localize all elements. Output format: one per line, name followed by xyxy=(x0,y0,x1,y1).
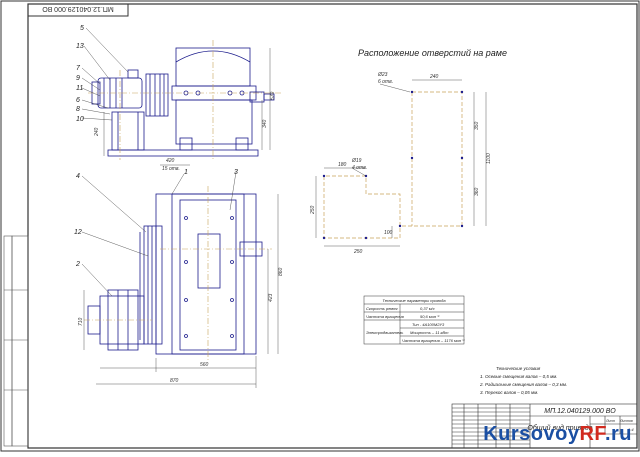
left-margin-strip xyxy=(3,235,29,447)
spec-table xyxy=(363,295,465,345)
callout-5: 5 xyxy=(80,25,84,32)
watermark-tld: .ru xyxy=(604,423,632,445)
hole-note-b-count: 4 отв. xyxy=(352,165,367,171)
holes-dim-350: 350 xyxy=(474,121,480,130)
sheet-count-label: Листов xyxy=(619,419,633,423)
plan-view xyxy=(87,193,263,355)
leader-lines xyxy=(81,27,237,297)
spec-row-4-label: Электродвигатель xyxy=(366,330,403,335)
dim-560: 560 xyxy=(200,362,209,368)
tech-note-2: 2. Радиальные смещения валов – 0,3 мм. xyxy=(479,382,567,387)
holes-dim-100: 100 xyxy=(384,230,393,236)
callout-3: 3 xyxy=(234,169,238,176)
spec-row-2-label: Частота вращения xyxy=(366,314,405,319)
top-stamp: МП.12.040129.000 ВО xyxy=(27,3,129,17)
inner-frame xyxy=(27,3,638,449)
elevation-centerlines xyxy=(88,40,282,160)
dim-710: 710 xyxy=(78,317,84,326)
spec-row-2-value: 50,6 мин⁻¹ xyxy=(420,314,440,319)
holes-dim-1100: 1100 xyxy=(486,153,492,164)
holes-dim-180: 180 xyxy=(338,162,347,168)
title-doc-code: МП.12.040129.000 ВО xyxy=(544,408,616,415)
dim-870: 870 xyxy=(170,378,179,384)
tech-notes: Технические условия 1. Осевые смещения в… xyxy=(479,366,567,395)
callout-13: 13 xyxy=(76,43,84,50)
hole-note-a-count: 6 отв. xyxy=(378,79,393,85)
holes-dims xyxy=(315,79,487,247)
callout-11: 11 xyxy=(76,85,83,92)
dim-holes-note: 15 отв. xyxy=(162,166,180,172)
spec-row-5-value: Частота вращения – 1176 мин⁻¹ xyxy=(402,338,465,343)
dim-240: 240 xyxy=(94,127,100,137)
callout-9: 9 xyxy=(76,75,80,82)
elevation-view xyxy=(91,47,275,157)
top-stamp-code: МП.12.040129.000 ВО xyxy=(42,5,114,12)
dim-860: 860 xyxy=(278,267,284,276)
holes-view-title: Расположение отверстий на раме xyxy=(358,48,507,58)
spec-row-1-value: 0,37 м/с xyxy=(420,306,435,311)
callout-6: 6 xyxy=(76,97,80,104)
sheet-label: Лист xyxy=(605,419,615,423)
title-name: Общий вид привода xyxy=(527,424,592,432)
spec-row-4-value: Мощность – 11 кВт xyxy=(410,330,449,335)
dim-340: 340 xyxy=(262,119,268,128)
callout-1: 1 xyxy=(184,169,188,176)
callout-7: 7 xyxy=(76,65,81,72)
tech-note-1: 1. Осевые смещения валов – 0,5 мм. xyxy=(480,374,558,379)
hole-note-a: Ø23 xyxy=(377,72,388,78)
spec-row-3-value: Тип - 4А100М2У3 xyxy=(412,322,445,327)
hole-note-b: Ø19 xyxy=(351,158,362,164)
holes-dim-250: 250 xyxy=(353,249,363,255)
callout-12: 12 xyxy=(74,229,82,236)
callout-4: 4 xyxy=(76,173,80,180)
holes-dim-240: 240 xyxy=(429,74,439,80)
spec-table-title: Технические параметры привода xyxy=(382,298,446,303)
watermark-part1: Kursovoy xyxy=(483,423,580,445)
holes-dim-250-side: 250 xyxy=(310,205,316,215)
watermark-part2: RF xyxy=(579,423,605,445)
elevation-dimensions xyxy=(103,48,271,166)
scale-value: 1:4 xyxy=(628,427,634,432)
callout-8: 8 xyxy=(76,106,80,113)
holes-dim-360: 360 xyxy=(474,187,480,196)
dim-423: 423 xyxy=(268,293,274,302)
dim-420: 420 xyxy=(166,158,175,164)
spec-row-1-label: Скорость ремня xyxy=(366,306,398,311)
title-block xyxy=(451,403,638,449)
plan-centerlines xyxy=(84,186,272,360)
tech-notes-title: Технические условия xyxy=(496,366,541,371)
callout-2: 2 xyxy=(75,261,80,268)
callout-10: 10 xyxy=(76,116,84,123)
tech-note-3: 3. Перекос валов – 0,05 мм. xyxy=(480,390,538,395)
plan-dimensions xyxy=(83,194,279,388)
dim-570: 570 xyxy=(270,91,276,100)
site-watermark: KursovoyRF.ru xyxy=(483,423,632,446)
